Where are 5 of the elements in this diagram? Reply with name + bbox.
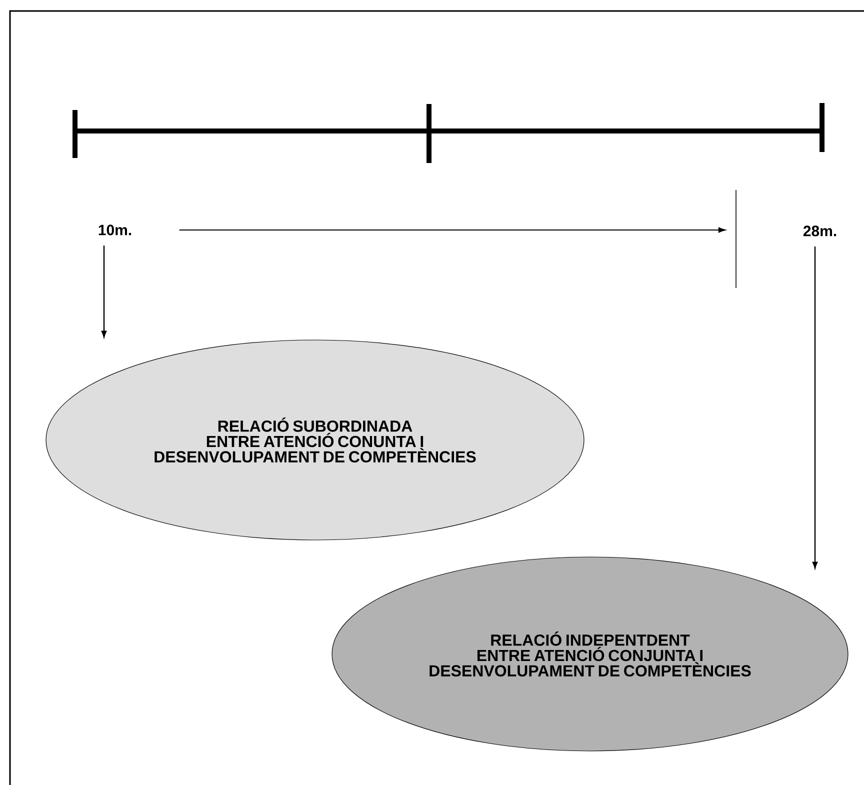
arrow (101, 246, 107, 338)
time-label: 10m. (98, 224, 132, 236)
arrow (812, 246, 818, 569)
time-label: 28m. (803, 226, 836, 236)
arrow (178, 227, 726, 233)
